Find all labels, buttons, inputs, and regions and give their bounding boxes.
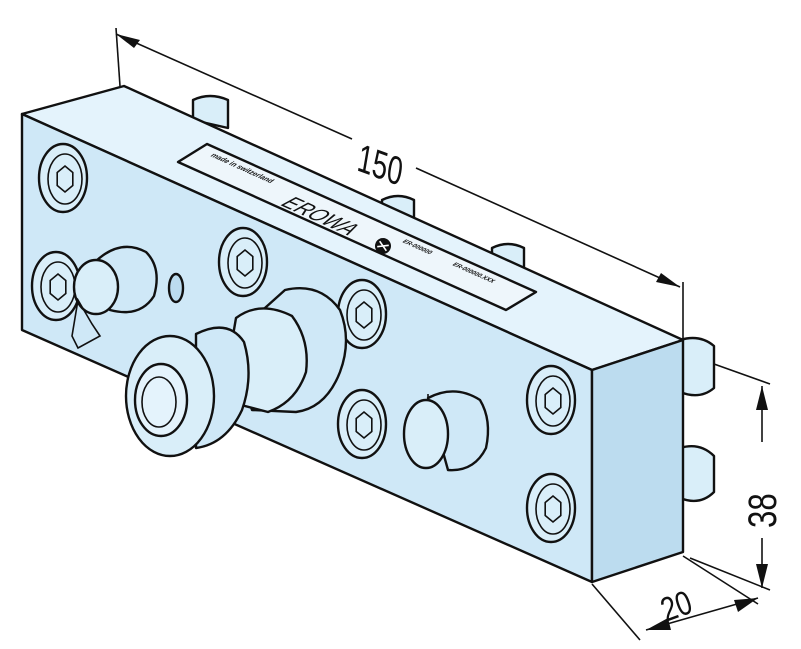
- clamping-spigot: [124, 287, 348, 458]
- side-pin: [678, 445, 716, 503]
- dimension-height-label: 38: [740, 493, 785, 528]
- rear-pin: [191, 94, 230, 130]
- small-hole: [167, 272, 185, 304]
- hex-socket-bolt-icon: [217, 226, 269, 298]
- hex-socket-bolt-icon: [525, 364, 577, 436]
- dimension-length-label: 150: [354, 136, 405, 195]
- hex-socket-bolt-icon: [37, 142, 89, 214]
- nameplate-plate: [176, 142, 538, 312]
- rear-pin: [490, 242, 526, 270]
- hex-socket-bolt-icon: [30, 250, 82, 322]
- end-face: [590, 338, 685, 584]
- hex-socket-bolts: [30, 142, 577, 544]
- dimension-38: 38: [689, 363, 785, 591]
- erowa-logo-icon: [375, 238, 391, 254]
- locating-pin-left: [71, 245, 158, 350]
- rear-pins: [191, 94, 716, 503]
- locating-pin-right: [402, 390, 490, 472]
- side-pin: [678, 336, 716, 397]
- hex-socket-bolt-icon: [525, 472, 577, 544]
- hex-socket-bolt-icon: [336, 388, 388, 460]
